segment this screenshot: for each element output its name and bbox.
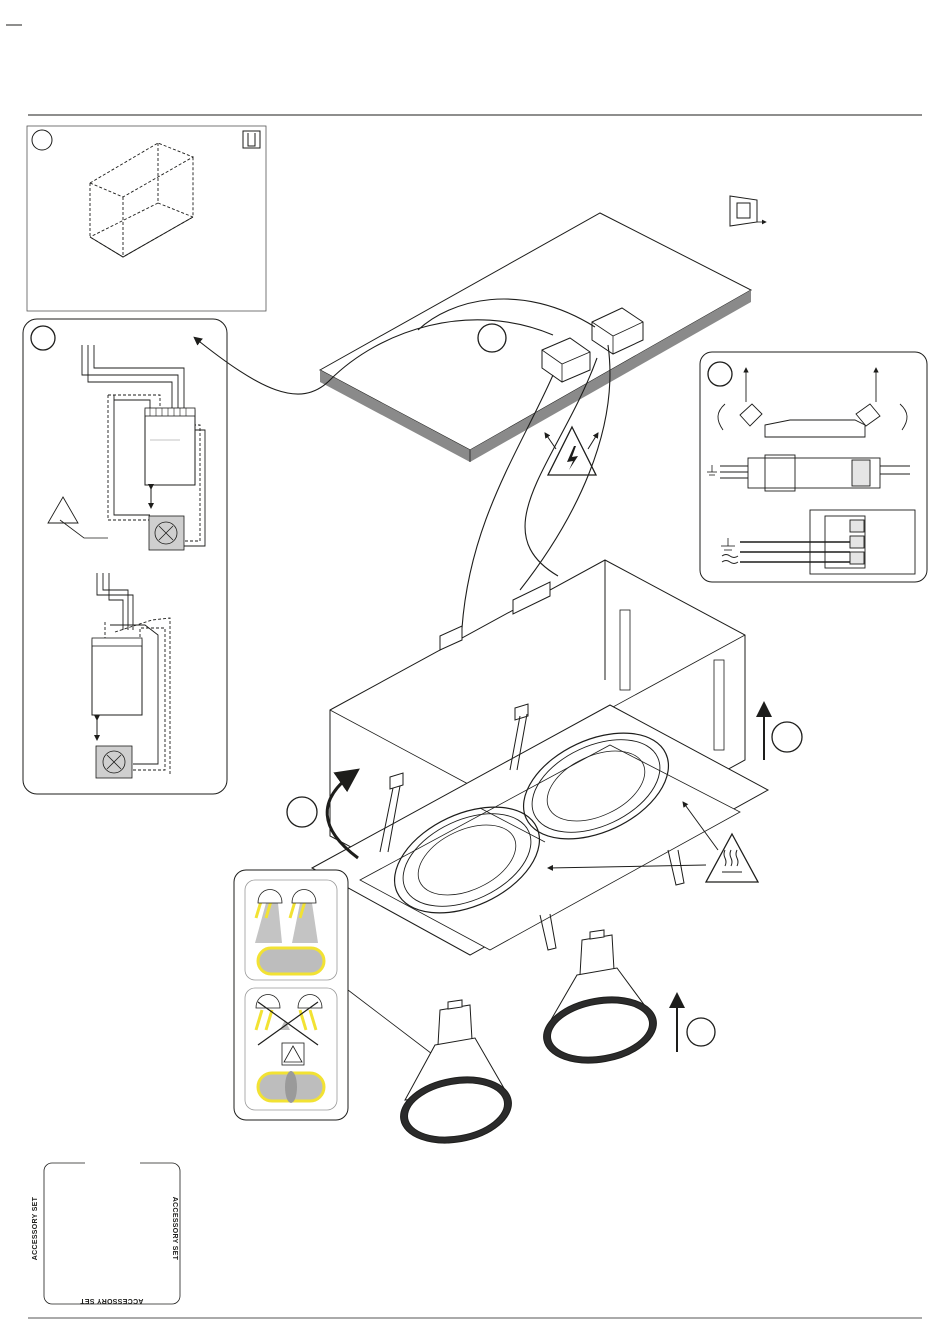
step-circle-7 — [687, 1018, 715, 1046]
accessory-set-label-left: ACCESSORY SET — [32, 1197, 39, 1260]
step-circle-4 — [708, 362, 732, 386]
hot-surface-small-icon — [282, 1043, 304, 1065]
driver-box-bottom — [92, 640, 142, 715]
terminal-detail-panel — [700, 352, 927, 582]
wiring-panel — [23, 319, 227, 794]
ceiling-cut-icon — [243, 131, 260, 148]
lamp-symbol-top — [149, 516, 184, 550]
terminal-block-middle — [720, 455, 910, 491]
ceiling-slab — [320, 213, 751, 462]
ceiling-box-icon — [730, 196, 766, 226]
cutout-panel — [27, 126, 266, 311]
header-rule — [6, 25, 922, 115]
par-lamp-right — [538, 930, 661, 1071]
step-circle-2 — [31, 326, 55, 350]
warning-triangle-small-icon — [48, 497, 108, 538]
accessory-set-label-bottom: ACCESSORY SET — [80, 1297, 143, 1304]
par-lamp-left — [395, 1000, 516, 1151]
fixture-housing — [312, 560, 768, 955]
accessory-set-frame — [44, 1163, 180, 1304]
cutout-dashed-box — [90, 143, 193, 257]
step-circle-6 — [772, 722, 802, 752]
step-circle-1 — [32, 130, 52, 150]
driver-box-top — [145, 410, 195, 485]
accessory-set-label-right: ACCESSORY SET — [171, 1197, 178, 1260]
terminal-block-lower — [722, 510, 915, 574]
lamp-symbol-bottom — [96, 746, 132, 778]
step-circle-5 — [287, 797, 317, 827]
